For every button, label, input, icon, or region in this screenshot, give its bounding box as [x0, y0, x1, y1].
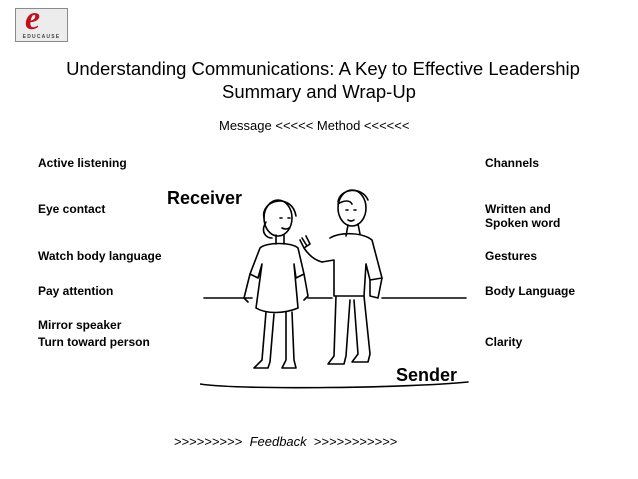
right-item-channels: Channels [485, 156, 539, 171]
receiver-label: Receiver [167, 188, 242, 209]
feedback-suffix-arrows: >>>>>>>>>>> [307, 434, 398, 449]
right-item-clarity: Clarity [485, 335, 522, 350]
logo-letter: e [25, 2, 40, 36]
message-method-line: Message <<<<< Method <<<<<< [219, 118, 409, 133]
feedback-prefix-arrows: >>>>>>>>> [174, 434, 250, 449]
left-item-eye-contact: Eye contact [38, 202, 105, 217]
right-item-spoken-word: Spoken word [485, 216, 560, 231]
feedback-word: Feedback [250, 434, 307, 449]
feedback-line: >>>>>>>>> Feedback >>>>>>>>>>> [174, 434, 397, 449]
left-item-pay-attention: Pay attention [38, 284, 113, 299]
left-item-watch-body-language: Watch body language [38, 249, 162, 264]
right-item-gestures: Gestures [485, 249, 537, 264]
left-item-turn-toward-person: Turn toward person [38, 335, 150, 350]
left-item-mirror-speaker: Mirror speaker [38, 318, 121, 333]
right-item-written-and: Written and [485, 202, 551, 217]
sender-label: Sender [396, 365, 457, 386]
logo-wordmark: EDUCAUSE [16, 34, 67, 40]
educause-logo: e EDUCAUSE [15, 8, 68, 42]
slide-title: Understanding Communications: A Key to E… [4, 58, 638, 80]
right-item-body-language: Body Language [485, 284, 575, 299]
left-item-active-listening: Active listening [38, 156, 127, 171]
slide-subtitle: Summary and Wrap-Up [0, 81, 638, 103]
